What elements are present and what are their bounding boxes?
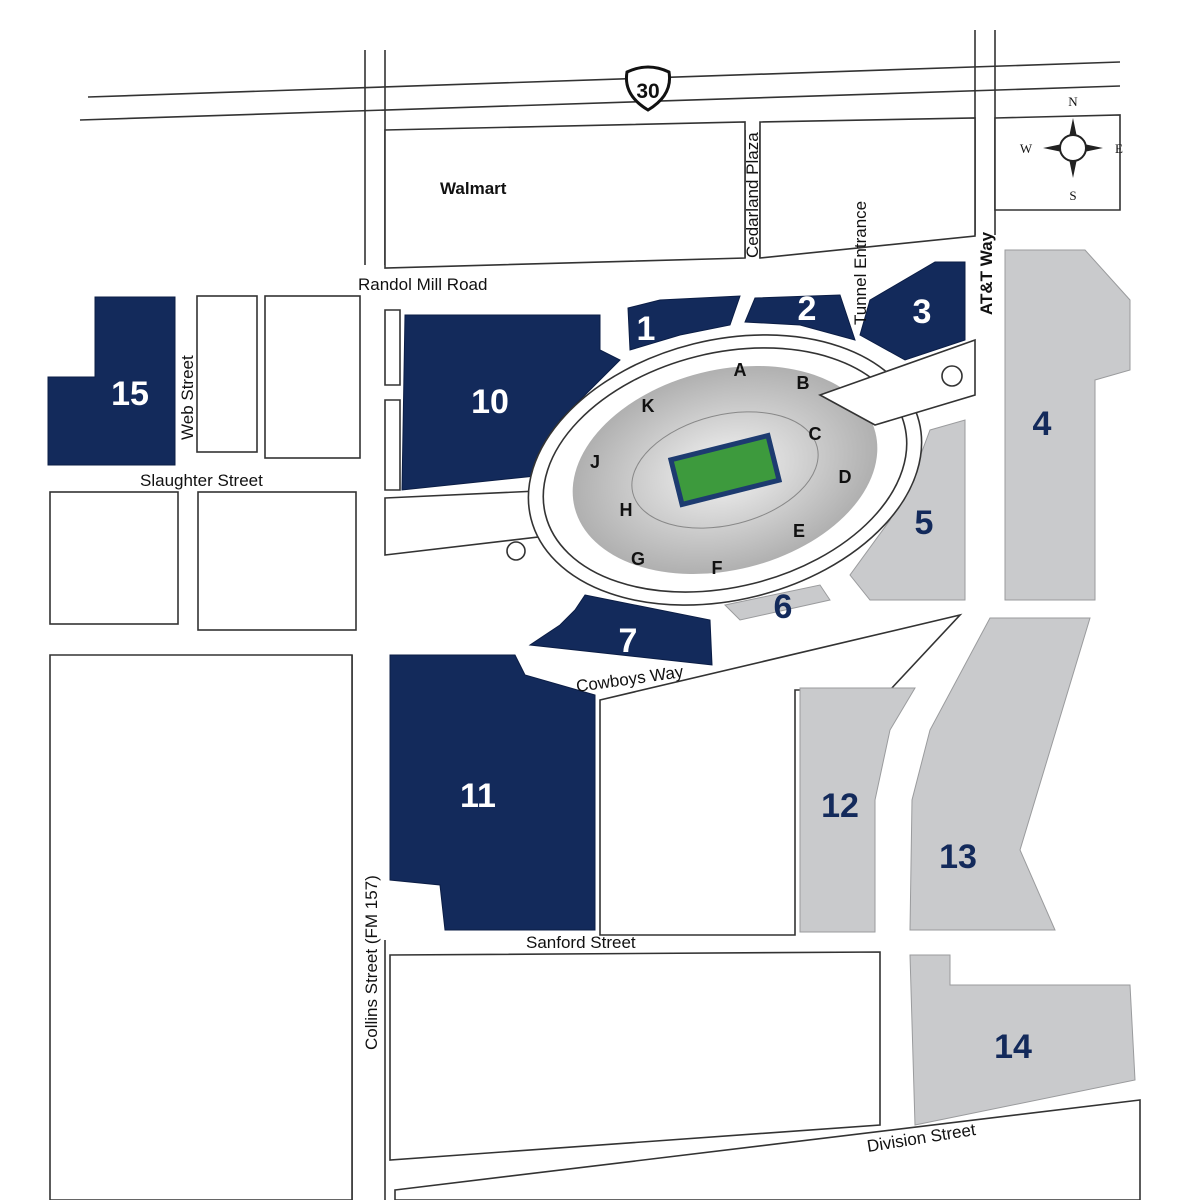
lot-11-label: 11 <box>460 777 496 815</box>
tunnel-entrance-label: Tunnel Entrance <box>851 201 870 325</box>
lot-2-label: 2 <box>798 290 817 328</box>
sanford-street-label: Sanford Street <box>526 933 636 952</box>
lot-15-label: 15 <box>111 375 149 413</box>
gate-e: E <box>793 521 805 541</box>
walmart-label: Walmart <box>440 179 507 198</box>
lot-2-area[interactable] <box>744 294 856 341</box>
gate-c: C <box>809 424 822 444</box>
lot-14-label: 14 <box>994 1028 1032 1066</box>
stadium <box>527 334 923 606</box>
interstate-number: 30 <box>636 80 659 103</box>
compass-south: S <box>1069 188 1076 203</box>
gate-j: J <box>590 452 600 472</box>
lot-4-area[interactable] <box>1004 249 1131 601</box>
stadium-plazas <box>506 338 976 561</box>
gate-d: D <box>839 467 852 487</box>
lot-7-label: 7 <box>619 622 638 660</box>
lot-6-label: 6 <box>774 588 793 626</box>
city-blocks <box>49 114 1141 1200</box>
interstate-30 <box>79 61 1121 121</box>
gate-f: F <box>712 558 723 578</box>
lot-4-label: 4 <box>1033 405 1052 443</box>
cedarland-plaza-label: Cedarland Plaza <box>743 132 762 258</box>
compass-rose-icon: N S E W <box>1020 94 1123 203</box>
lot-14-area[interactable] <box>909 954 1136 1126</box>
gate-g: G <box>631 549 645 569</box>
lot-10-label: 10 <box>471 383 509 421</box>
gray-lots <box>723 249 1136 1126</box>
slaughter-street-label: Slaughter Street <box>140 471 263 490</box>
interstate-shield-icon: 30 <box>624 65 672 112</box>
att-way-label: AT&T Way <box>977 231 996 315</box>
collins-street-label: Collins Street (FM 157) <box>362 875 381 1050</box>
compass-east: E <box>1115 141 1123 156</box>
web-street-label: Web Street <box>178 355 197 440</box>
compass-west: W <box>1020 141 1033 156</box>
gate-b: B <box>797 373 810 393</box>
lot-11-area[interactable] <box>389 654 596 931</box>
lot-7-area[interactable] <box>528 594 713 666</box>
lot-10-area[interactable] <box>401 314 621 491</box>
lot-3-area[interactable] <box>859 261 966 361</box>
navy-lots <box>47 261 966 931</box>
gate-h: H <box>620 500 633 520</box>
lot-1-area[interactable] <box>627 295 741 351</box>
lot-3-label: 3 <box>913 293 932 331</box>
lot-1-label: 1 <box>637 310 656 348</box>
lot-15-area[interactable] <box>47 296 176 466</box>
compass-north: N <box>1068 94 1078 109</box>
lot-13-label: 13 <box>939 838 977 876</box>
lot-5-label: 5 <box>915 504 934 542</box>
gate-k: K <box>642 396 655 416</box>
lot-12-area[interactable] <box>799 687 916 933</box>
gate-a: A <box>734 360 747 380</box>
randol-mill-road-label: Randol Mill Road <box>358 275 487 294</box>
lot-12-label: 12 <box>821 787 859 825</box>
football-field <box>667 432 783 508</box>
lot-13-area[interactable] <box>909 617 1091 931</box>
lot-6-area[interactable] <box>723 584 831 621</box>
